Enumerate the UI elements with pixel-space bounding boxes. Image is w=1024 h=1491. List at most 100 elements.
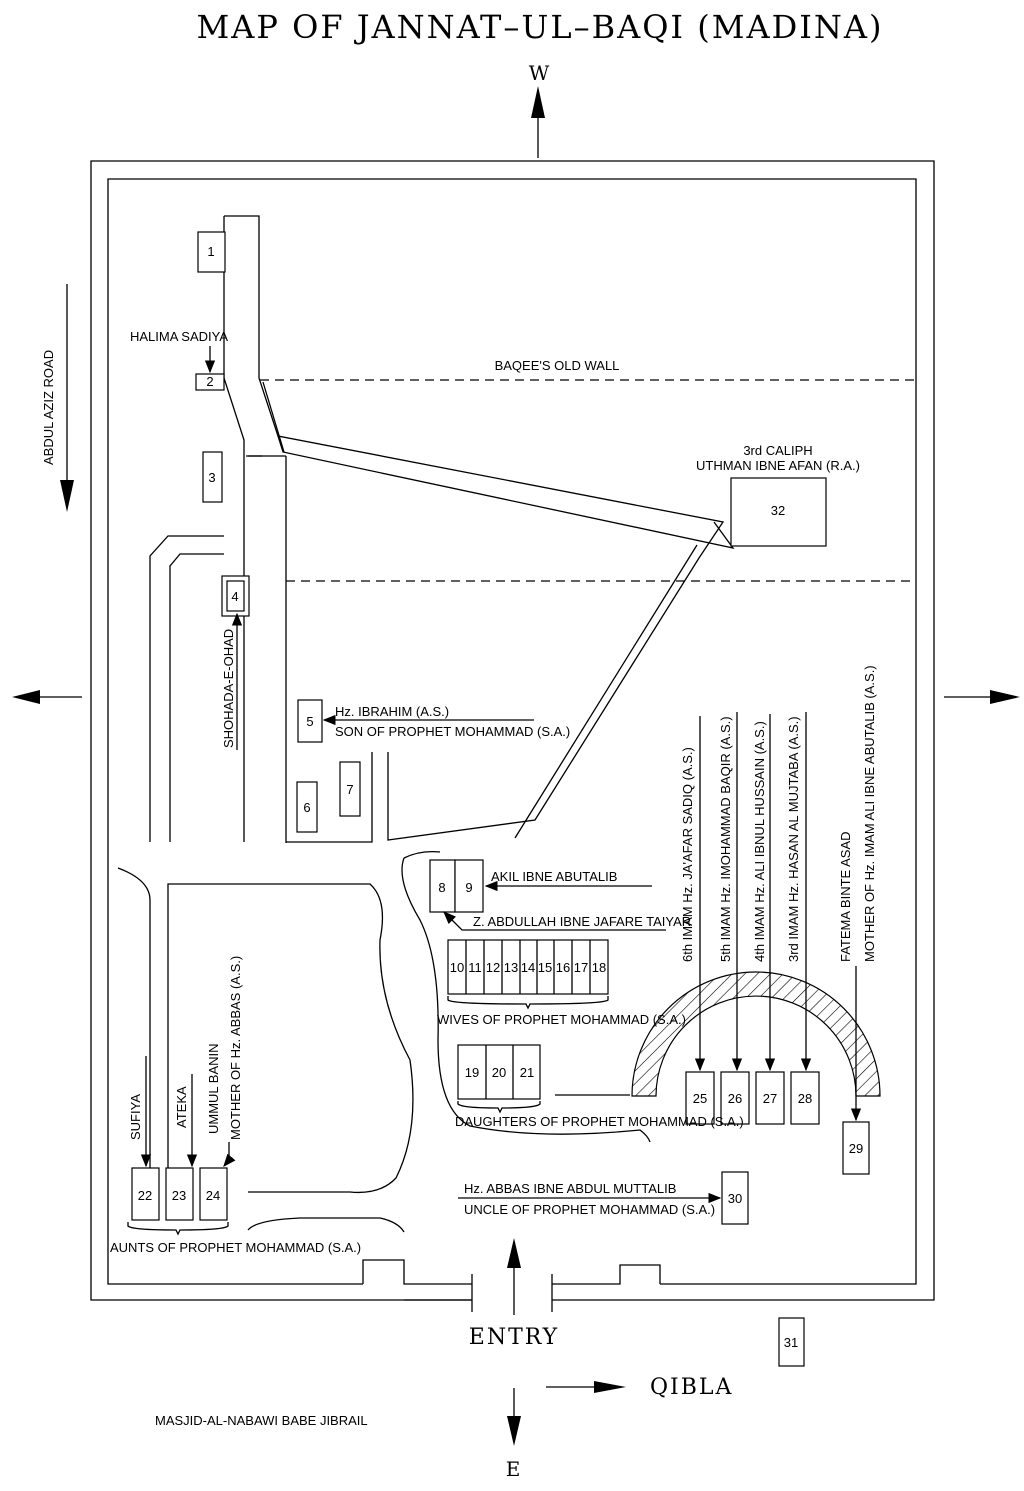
grave-number: 22 xyxy=(138,1188,152,1203)
right-arrow-icon xyxy=(990,690,1020,704)
left-arrow-icon xyxy=(12,690,40,704)
imam6-label: 6th IMAM Hz. JA'AFAR SADIQ (A.S.) xyxy=(680,747,695,962)
grave-number: 2 xyxy=(206,374,213,389)
grave-30 xyxy=(721,1171,749,1225)
fatema-label-2: MOTHER OF Hz. IMAM ALI IBNE ABUTALIB (A.… xyxy=(862,665,877,962)
grave-number: 32 xyxy=(771,503,785,518)
grave-7 xyxy=(339,761,361,817)
grave-number: 30 xyxy=(728,1191,742,1206)
grave-6 xyxy=(296,781,318,833)
uthman-label-2: UTHMAN IBNE AFAN (R.A.) xyxy=(696,458,860,473)
abdul-aziz-road-label: ABDUL AZIZ ROAD xyxy=(41,350,56,465)
aunts-label: AUNTS OF PROPHET MOHAMMAD (S.A.) xyxy=(110,1240,361,1255)
grave-number: 1 xyxy=(207,244,214,259)
grave-32 xyxy=(730,477,827,547)
abdullah-label: Z. ABDULLAH IBNE JAFARE TAIYAR xyxy=(473,914,691,929)
graves-19-21 xyxy=(457,1044,541,1100)
daughters-label: DAUGHTERS OF PROPHET MOHAMMAD (S.A.) xyxy=(455,1114,744,1129)
entry-label: ENTRY xyxy=(469,1325,559,1350)
east-label: E xyxy=(506,1457,523,1481)
grave-number: 20 xyxy=(492,1065,506,1080)
grave-25 xyxy=(685,1071,715,1125)
boundary-wall xyxy=(90,160,935,1312)
akil-label: AKIL IBNE ABUTALIB xyxy=(491,869,617,884)
uthman-label-1: 3rd CALIPH xyxy=(743,443,812,458)
grave-4-inner xyxy=(226,580,245,612)
grave-number: 19 xyxy=(465,1065,479,1080)
grave-dividers xyxy=(465,940,591,1099)
sufiya-label: SUFIYA xyxy=(128,1094,143,1140)
grave-2 xyxy=(195,373,225,391)
ummul-label-1: UMMUL BANIN xyxy=(206,1043,221,1134)
grave-number: 12 xyxy=(486,960,500,975)
grave-5 xyxy=(297,699,323,743)
grave-28 xyxy=(790,1071,820,1125)
fatema-label-1: FATEMA BINTE ASAD xyxy=(838,831,853,962)
grave-number: 21 xyxy=(520,1065,534,1080)
grave-26 xyxy=(720,1071,750,1125)
old-wall-label: BAQEE'S OLD WALL xyxy=(495,358,620,373)
halima-label: HALIMA SADIYA xyxy=(130,329,228,344)
grave-boxes xyxy=(131,231,870,1367)
graves-10-18 xyxy=(447,939,609,995)
grave-number: 10 xyxy=(450,960,464,975)
grave-3 xyxy=(202,451,223,503)
grave-number: 3 xyxy=(208,470,215,485)
grave-numbers: 1 2 3 4 5 6 7 8 9 10 11 12 13 14 15 16 1… xyxy=(138,244,863,1350)
road-arrow-icon xyxy=(60,480,74,512)
qibla-label: QIBLA xyxy=(650,1375,733,1400)
imams-arch xyxy=(631,971,881,1097)
abdullah-arrow xyxy=(443,911,666,931)
grave-number: 27 xyxy=(763,1091,777,1106)
grave-number: 23 xyxy=(172,1188,186,1203)
grave-number: 16 xyxy=(556,960,570,975)
grave-24 xyxy=(199,1167,228,1221)
grave-23 xyxy=(165,1167,194,1221)
wives-label: WIVES OF PROPHET MOHAMMAD (S.A.) xyxy=(437,1012,686,1027)
wives-brace xyxy=(447,996,609,1010)
grave-1 xyxy=(197,231,226,273)
grave-number: 11 xyxy=(468,960,482,975)
ummul-arrow xyxy=(223,1142,236,1167)
east-arrow-icon xyxy=(507,1416,521,1446)
ibrahim-label-2: SON OF PROPHET MOHAMMAD (S.A.) xyxy=(335,724,570,739)
ummul-label-2: MOTHER OF Hz. ABBAS (A.S.) xyxy=(228,956,243,1140)
daughters-brace xyxy=(457,1101,541,1114)
ibrahim-label-1: Hz. IBRAHIM (A.S.) xyxy=(335,704,449,719)
map-title: MAP OF JANNAT–UL–BAQI (MADINA) xyxy=(197,8,884,46)
grave-number: 14 xyxy=(521,960,535,975)
grave-number: 9 xyxy=(465,880,472,895)
grave-31 xyxy=(778,1317,805,1367)
grave-number: 31 xyxy=(784,1335,798,1350)
imam4-label: 4th IMAM Hz. ALI IBNUL HUSSAIN (A.S.) xyxy=(752,721,767,962)
grave-27 xyxy=(755,1071,785,1125)
abbas-label-1: Hz. ABBAS IBNE ABDUL MUTTALIB xyxy=(464,1181,676,1196)
grave-8 xyxy=(429,859,456,913)
grave-29 xyxy=(842,1121,870,1175)
grave-number: 15 xyxy=(538,960,552,975)
grave-number: 28 xyxy=(798,1091,812,1106)
grave-number: 26 xyxy=(728,1091,742,1106)
grave-number: 24 xyxy=(206,1188,220,1203)
grave-number: 6 xyxy=(303,800,310,815)
pathways xyxy=(117,215,735,1233)
west-arrow-icon xyxy=(531,86,545,118)
entry-arrow-icon xyxy=(507,1238,521,1268)
imam5-label: 5th IMAM Hz. IMOHAMMAD BAQIR (A.S.) xyxy=(718,716,733,962)
grave-9 xyxy=(454,859,484,913)
masjid-label: MASJID-AL-NABAWI BABE JIBRAIL xyxy=(155,1413,368,1428)
grave-22 xyxy=(131,1167,160,1221)
grave-number: 13 xyxy=(504,960,518,975)
qibla-arrow-icon xyxy=(594,1381,626,1393)
ateka-label: ATEKA xyxy=(174,1086,189,1128)
imam3-label: 3rd IMAM Hz. HASAN AL MUJTABA (A.S.) xyxy=(786,716,801,962)
shohada-label: SHOHADA-E-OHAD xyxy=(221,629,236,748)
grave-number: 25 xyxy=(693,1091,707,1106)
grave-number: 8 xyxy=(438,880,445,895)
grave-number: 17 xyxy=(574,960,588,975)
aunts-brace xyxy=(127,1222,229,1236)
grave-number: 29 xyxy=(849,1141,863,1156)
abbas-label-2: UNCLE OF PROPHET MOHAMMAD (S.A.) xyxy=(464,1202,715,1217)
grave-number: 18 xyxy=(592,960,606,975)
